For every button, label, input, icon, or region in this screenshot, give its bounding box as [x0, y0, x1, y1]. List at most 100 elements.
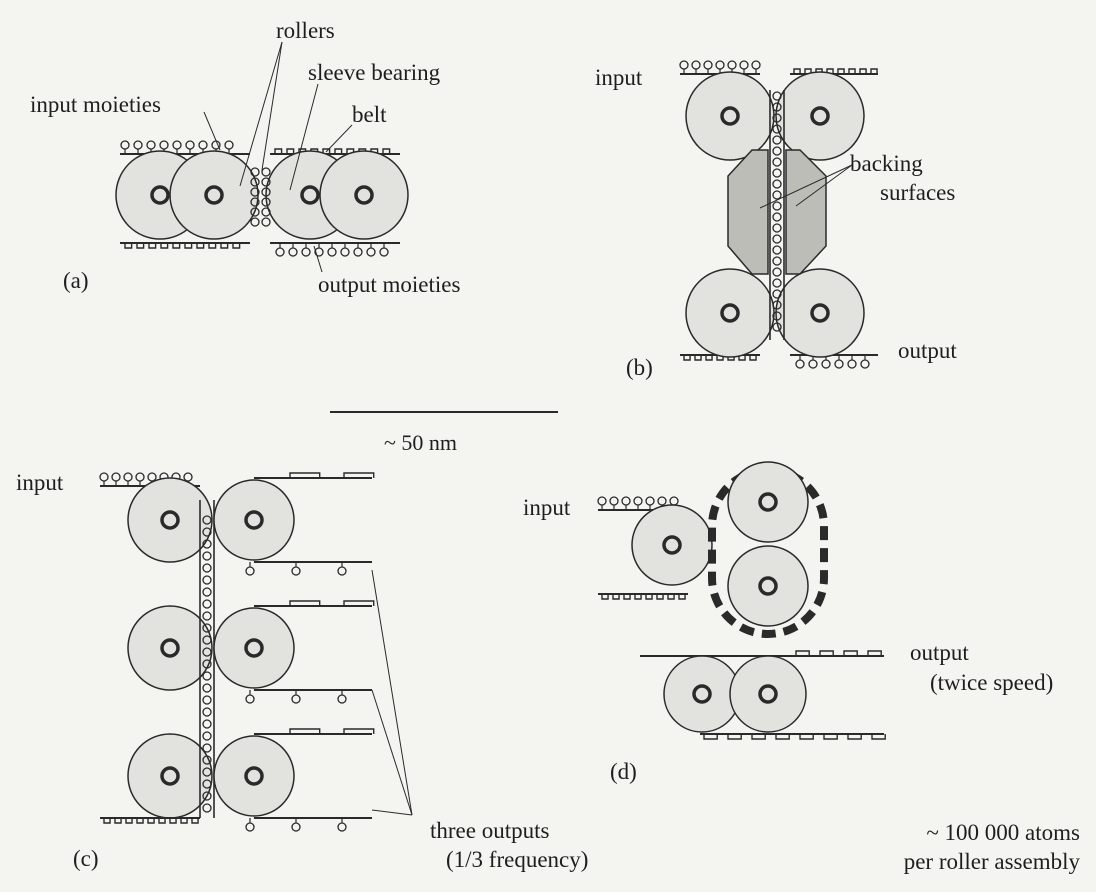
label-one-third-frequency: (1/3 frequency)	[446, 847, 589, 872]
output-moiety-icon	[366, 247, 376, 257]
belt-teeth	[793, 68, 878, 74]
transfer-moiety-icon	[772, 190, 782, 200]
input-moiety-icon	[198, 140, 208, 150]
transfer-moiety-icon	[202, 587, 212, 597]
roller-d-top	[727, 461, 809, 543]
transfer-moiety-icon	[202, 791, 212, 801]
roller-bearing-icon	[692, 684, 712, 704]
label-sleeve-bearing: sleeve bearing	[308, 60, 441, 85]
panel-a-id: (a)	[63, 268, 89, 293]
transfer-moiety-icon	[772, 223, 782, 233]
roller-bearing-icon	[160, 638, 180, 658]
roller-a4	[319, 150, 409, 240]
input-moiety-icon	[172, 140, 182, 150]
output-moiety-icon	[353, 247, 363, 257]
transfer-moiety-icon	[261, 207, 271, 217]
leader-backing-2	[759, 164, 853, 209]
output-moiety-icon	[860, 359, 870, 369]
input-moiety-icon	[751, 60, 761, 70]
input-moiety-icon	[224, 140, 234, 150]
roller-bearing-icon	[300, 185, 320, 205]
input-moiety-icon	[609, 496, 619, 506]
input-moiety-icon	[621, 496, 631, 506]
output-moiety-icon	[834, 359, 844, 369]
transfer-moiety-icon	[202, 563, 212, 573]
belt-teeth	[124, 243, 241, 249]
transfer-moiety-icon	[202, 647, 212, 657]
transfer-moiety-icon	[202, 515, 212, 525]
label-rollers: rollers	[276, 18, 335, 43]
output-moiety-icon	[245, 566, 255, 576]
note-per-roller-assembly: per roller assembly	[903, 849, 1080, 874]
transfer-moiety-icon	[202, 779, 212, 789]
transfer-moiety-icon	[261, 197, 271, 207]
roller-c5	[213, 607, 295, 689]
transfer-moiety-icon	[202, 767, 212, 777]
output-moiety-icon	[327, 247, 337, 257]
transfer-moiety-icon	[772, 113, 782, 123]
transfer-moiety-icon	[202, 623, 212, 633]
roller-bearing-icon	[244, 766, 264, 786]
roller-bearing-icon	[758, 492, 778, 512]
transfer-moiety-icon	[250, 207, 260, 217]
backing-surface-left	[727, 149, 769, 275]
input-moiety-icon	[679, 60, 689, 70]
roller-b3	[685, 268, 775, 358]
belt-teeth	[274, 148, 391, 154]
output-moiety-icon	[301, 247, 311, 257]
transfer-moiety-icon	[772, 278, 782, 288]
input-moiety-icon	[120, 140, 130, 150]
label-belt: belt	[352, 102, 387, 127]
roller-b4	[775, 268, 865, 358]
roller-d-input	[631, 504, 713, 586]
panel-b-input-label: input	[595, 65, 643, 90]
panel-d-output-label: output	[910, 640, 969, 665]
roller-d-out2	[729, 655, 807, 733]
label-three-outputs: three outputs	[430, 818, 550, 843]
roller-bearing-icon	[758, 684, 778, 704]
leader-output-moieties	[313, 245, 323, 273]
input-moiety-icon	[147, 472, 157, 482]
transfer-moiety-icon	[772, 300, 782, 310]
input-moiety-icon	[703, 60, 713, 70]
transfer-moiety-icon	[202, 695, 212, 705]
output-moiety-icon	[340, 247, 350, 257]
roller-a2	[169, 150, 259, 240]
input-moiety-icon	[633, 496, 643, 506]
transfer-moiety-icon	[202, 539, 212, 549]
output-moiety-icon	[337, 822, 347, 832]
input-moiety-icon	[135, 472, 145, 482]
input-moiety-icon	[739, 60, 749, 70]
output-moiety-icon	[795, 359, 805, 369]
transfer-moiety-icon	[261, 177, 271, 187]
leader-outputs-2	[371, 689, 413, 816]
output-belt-teeth	[289, 472, 375, 478]
transfer-moiety-icon	[202, 743, 212, 753]
belt-teeth	[683, 355, 757, 361]
roller-bearing-icon	[758, 576, 778, 596]
transfer-moiety-icon	[772, 289, 782, 299]
backing-surface-right	[785, 149, 827, 275]
transfer-moiety-icon	[250, 217, 260, 227]
output-moiety-icon	[314, 247, 324, 257]
transfer-moiety-icon	[772, 267, 782, 277]
roller-bearing-icon	[354, 185, 374, 205]
input-moiety-icon	[146, 140, 156, 150]
input-moiety-icon	[691, 60, 701, 70]
output-moiety-icon	[847, 359, 857, 369]
transfer-moiety-icon	[202, 599, 212, 609]
transfer-moiety-icon	[202, 575, 212, 585]
transfer-moiety-icon	[772, 146, 782, 156]
input-moiety-icon	[159, 140, 169, 150]
input-moiety-icon	[185, 140, 195, 150]
transfer-moiety-icon	[772, 322, 782, 332]
output-moiety-icon	[821, 359, 831, 369]
belt-teeth	[703, 734, 886, 740]
roller-bearing-icon	[244, 510, 264, 530]
transfer-moiety-icon	[250, 197, 260, 207]
transfer-moiety-icon	[772, 179, 782, 189]
transfer-moiety-icon	[202, 659, 212, 669]
input-moiety-icon	[669, 496, 679, 506]
output-moiety-icon	[337, 694, 347, 704]
